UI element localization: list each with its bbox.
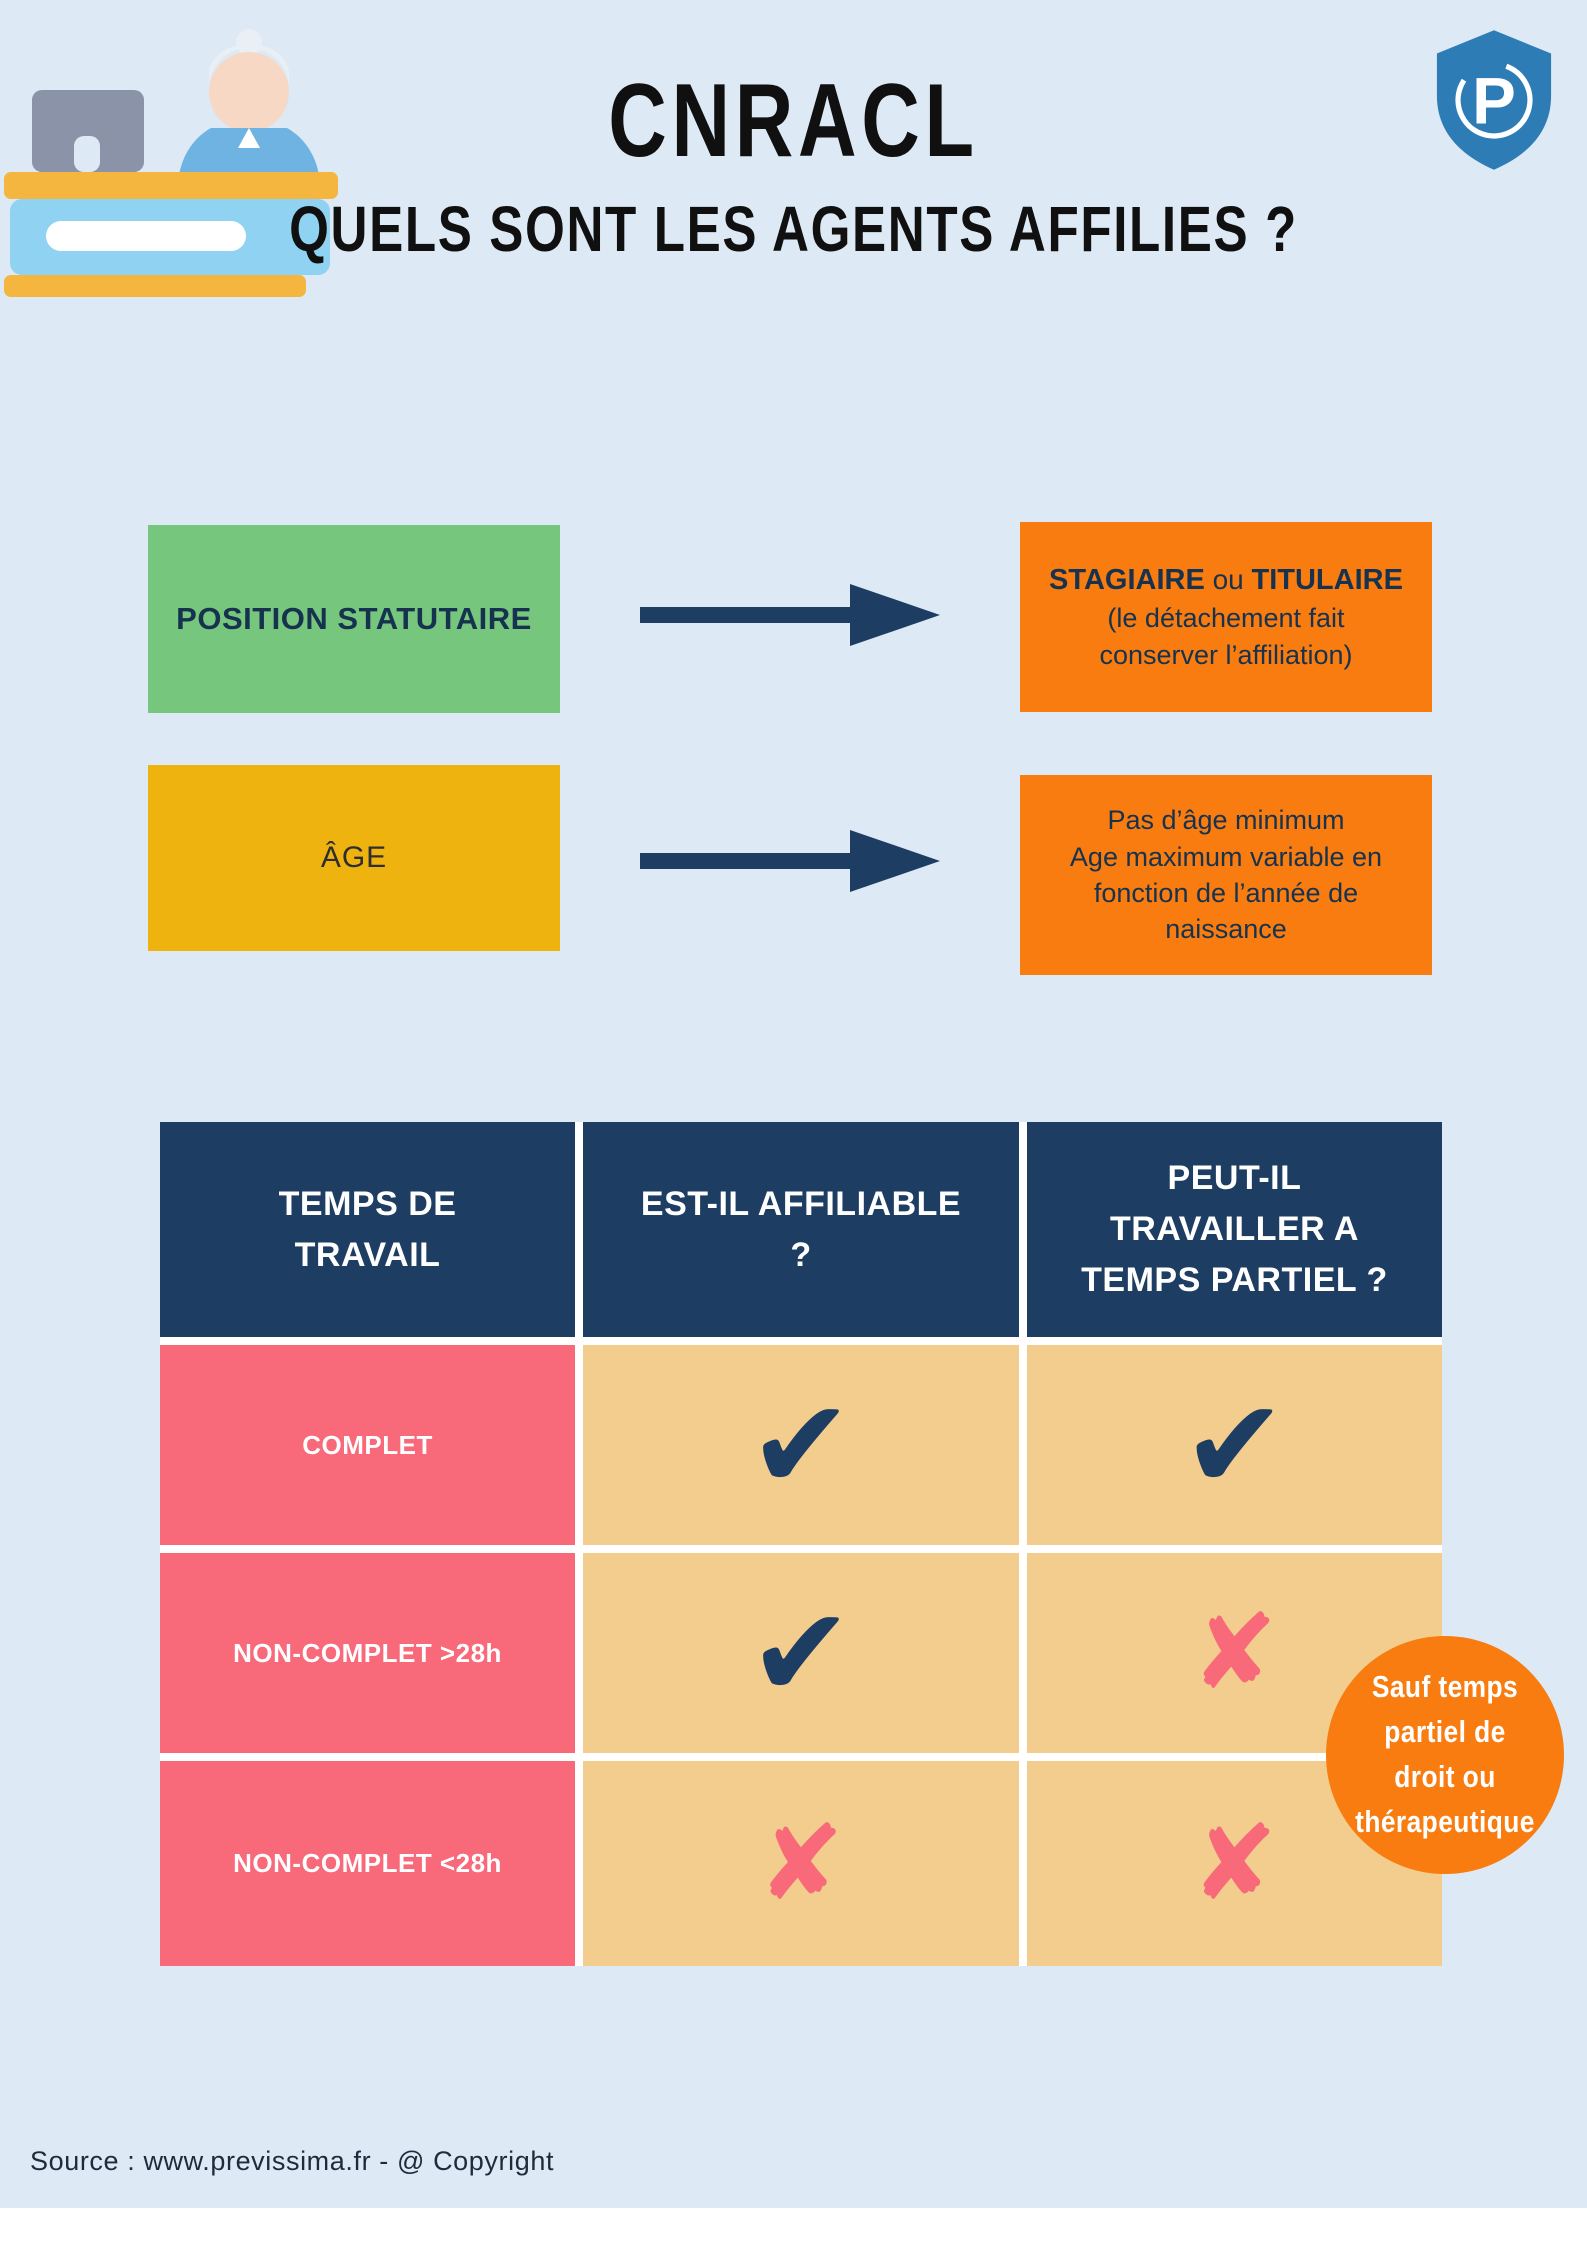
table-row-label: COMPLET [160,1345,576,1545]
table-cell: ✘ [583,1761,1019,1966]
table-cell: ✔ [1026,1345,1442,1545]
logo-letter: P [1472,64,1516,137]
receptionist-desk-illustration [4,29,338,297]
person-body-icon [179,128,319,176]
position-statutaire-label: POSITION STATUTAIRE [176,601,532,636]
arrow-right-icon [640,584,940,646]
table-row-label: NON-COMPLET >28h [160,1553,576,1753]
desk-base-icon [4,275,306,297]
age-result-line: naissance [1165,914,1287,945]
bottom-strip [0,2208,1587,2246]
cross-icon: ✘ [757,1805,845,1922]
check-icon: ✔ [748,1583,854,1723]
exception-badge-text: Sauf temps partiel de droit ou thérapeut… [1355,1669,1535,1839]
age-result-line: Age maximum variable en [1069,841,1383,872]
source-credit: Source : www.previssima.fr - @ Copyright [30,2146,555,2176]
desk-top-icon [4,172,338,199]
cross-icon: ✘ [1190,1805,1279,1922]
table-header-temps-de-travail: TEMPS DE TRAVAIL [160,1122,576,1337]
affiliation-table: TEMPS DE TRAVAIL EST-IL AFFILIABLE ? PEU… [160,1122,1442,1966]
table-header-temps-partiel: PEUT-IL TRAVAILLER A TEMPS PARTIEL ? [1026,1122,1442,1337]
check-icon: ✔ [748,1375,854,1515]
check-icon: ✔ [1182,1375,1287,1515]
arrow-right-icon [640,830,940,892]
age-result-line: fonction de l’année de [1093,878,1359,908]
position-statutaire-box: POSITION STATUTAIRE [148,525,560,713]
table-header-est-il-affiliable: EST-IL AFFILIABLE ? [583,1122,1019,1337]
age-result-line: Pas d’âge minimum [1107,805,1345,836]
age-result-box: Pas d’âge minimum Age maximum variable e… [1020,775,1432,975]
age-box: ÂGE [148,765,560,951]
position-result-box: STAGIAIRE ou TITULAIRE (le détachement f… [1020,522,1432,712]
position-result-title: STAGIAIRE ou TITULAIRE [1049,563,1403,596]
page-title: CNRACL [608,63,979,179]
page-subtitle: QUELS SONT LES AGENTS AFFILIES ? [289,193,1298,265]
table-cell: ✔ [583,1345,1019,1545]
table-cell: ✔ [583,1553,1019,1753]
previssima-shield-logo: P [1436,30,1552,170]
exception-badge: Sauf temps partiel de droit ou thérapeut… [1326,1636,1564,1874]
monitor-icon [32,90,144,172]
position-result-line: (le détachement fait [1107,603,1345,634]
position-result-line: conserver l’affiliation) [1099,639,1353,670]
table-row-label: NON-COMPLET <28h [160,1761,576,1966]
cross-icon: ✘ [1190,1595,1279,1711]
person-head-icon [209,52,289,132]
age-label: ÂGE [320,841,388,874]
